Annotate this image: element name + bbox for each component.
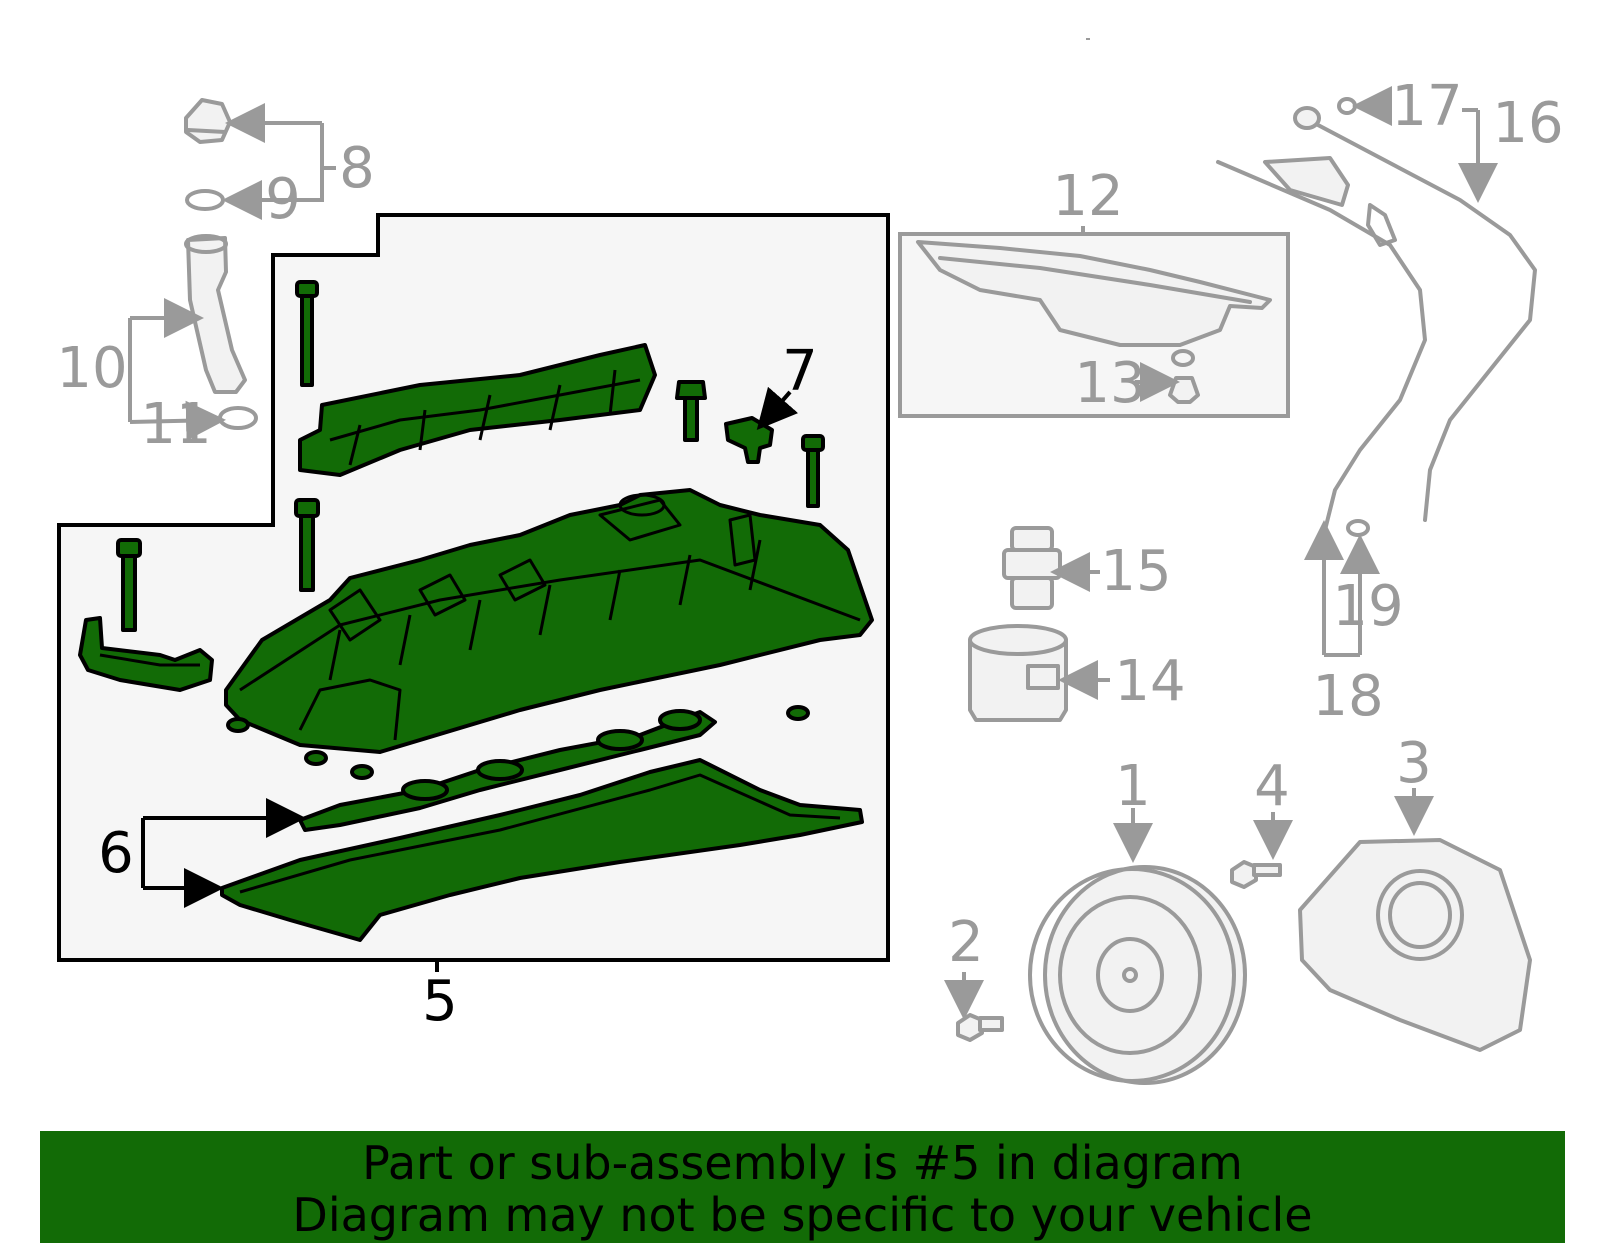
bolt-1[interactable] — [295, 280, 319, 387]
vibration-damper[interactable] — [1028, 865, 1247, 1085]
dipstick-o-ring[interactable] — [1337, 97, 1357, 115]
oil-pan[interactable] — [916, 240, 1272, 347]
rear-seal-cover[interactable] — [1298, 838, 1532, 1052]
bolt-5[interactable] — [801, 434, 825, 508]
callout-9: 9 — [265, 167, 301, 232]
gasket[interactable] — [220, 758, 864, 942]
callout-15: 15 — [1100, 539, 1171, 604]
callout-17: 17 — [1391, 74, 1462, 139]
callout-6: 6 — [98, 821, 134, 886]
grommets[interactable] — [226, 705, 810, 780]
callout-5: 5 — [422, 969, 458, 1034]
callout-19: 19 — [1332, 574, 1403, 639]
callout-4: 4 — [1254, 754, 1290, 819]
dipstick[interactable] — [1293, 106, 1537, 522]
callout-10: 10 — [56, 336, 127, 401]
dipstick-tube[interactable] — [1216, 156, 1427, 532]
callout-18: 18 — [1312, 664, 1383, 729]
seal-strip[interactable] — [298, 709, 717, 832]
valve-cover[interactable] — [224, 488, 874, 754]
callout-8: 8 — [339, 136, 375, 201]
oil-filter[interactable] — [968, 624, 1068, 722]
callout-2: 2 — [948, 910, 984, 975]
callout-13: 13 — [1074, 351, 1145, 416]
tube-o-ring[interactable] — [218, 406, 258, 430]
oil-filler-cap[interactable] — [184, 98, 232, 144]
cap-seal-ring[interactable] — [185, 189, 225, 211]
callout-12: 12 — [1052, 164, 1123, 229]
baffle-plate[interactable] — [298, 343, 657, 477]
oil-filler-tube[interactable] — [184, 234, 247, 394]
bolt-3[interactable] — [116, 538, 142, 632]
callout-1: 1 — [1115, 754, 1151, 819]
bolt-2[interactable] — [294, 498, 320, 592]
tube-seal[interactable] — [1346, 519, 1370, 537]
damper-bolt[interactable] — [956, 1013, 1004, 1042]
banner-line-2: Diagram may not be specific to your vehi… — [292, 1188, 1313, 1242]
callout-11: 11 — [140, 392, 211, 457]
callout-14: 14 — [1114, 649, 1185, 714]
oil-filter-adapter[interactable] — [1002, 526, 1062, 610]
bracket[interactable] — [78, 616, 214, 692]
banner-line-1: Part or sub-assembly is #5 in diagram — [362, 1136, 1243, 1190]
callout-7: 7 — [782, 339, 818, 404]
cover-bolt[interactable] — [1230, 860, 1282, 889]
info-banner: Part or sub-assembly is #5 in diagram Di… — [40, 1131, 1565, 1243]
callout-3: 3 — [1396, 731, 1432, 796]
bolt-4[interactable] — [675, 380, 707, 442]
callout-16: 16 — [1492, 91, 1563, 156]
